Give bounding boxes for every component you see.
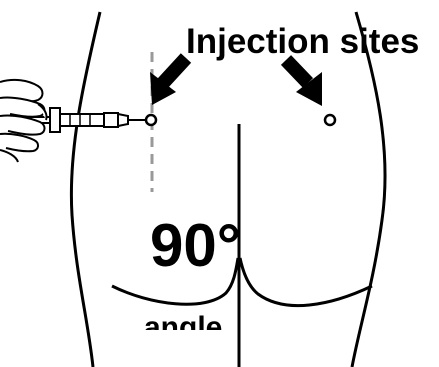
body-outline-left xyxy=(71,12,100,367)
injection-site-left xyxy=(146,115,156,125)
angle-word-label: angle xyxy=(144,313,222,330)
arrow-icon xyxy=(150,58,186,105)
angle-word-clip: angle xyxy=(130,300,245,330)
syringe-icon xyxy=(30,108,146,132)
angle-value-label: 90° xyxy=(150,216,241,276)
injection-sites-label: Injection sites xyxy=(186,24,419,59)
hand-icon xyxy=(0,80,47,162)
injection-site-right xyxy=(325,115,335,125)
gluteal-fold-right xyxy=(240,258,372,306)
body-outline-right xyxy=(352,12,385,367)
arrow-icon xyxy=(286,60,322,106)
